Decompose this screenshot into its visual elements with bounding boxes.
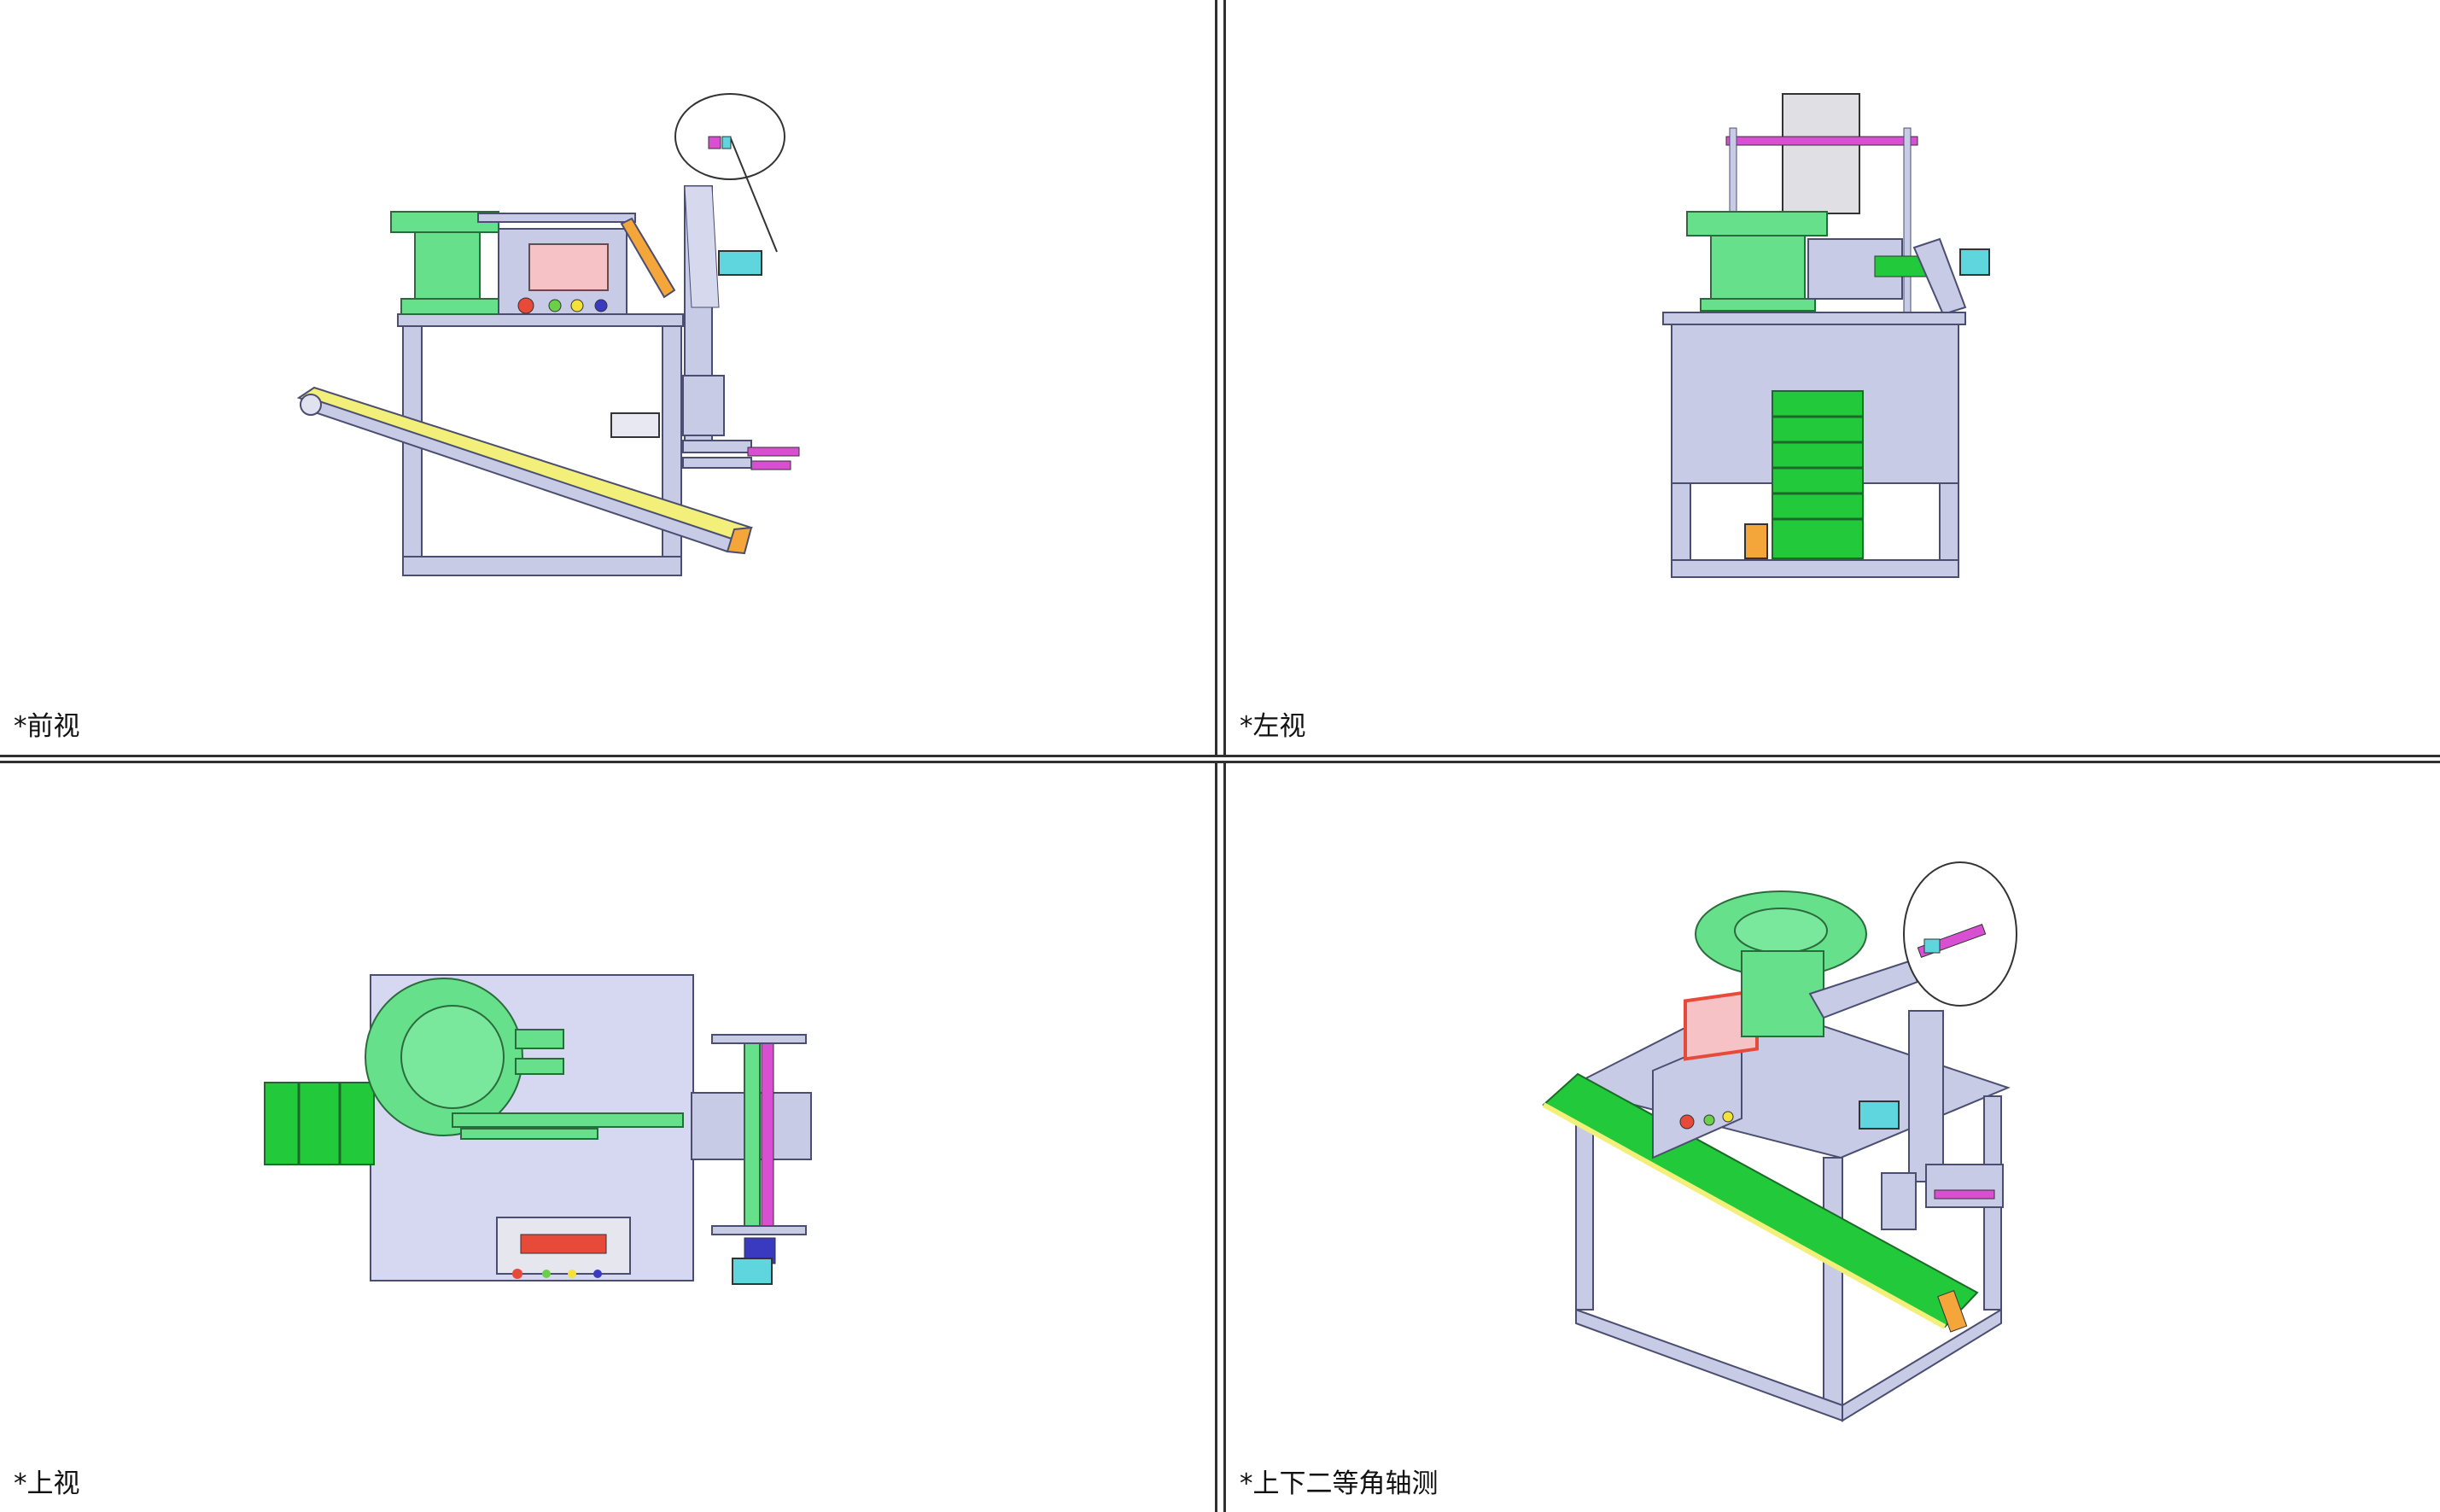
viewport-left[interactable]: *左视 [1226,0,2440,755]
viewport-divider-horizontal[interactable] [0,755,2440,763]
viewport-front[interactable]: *前视 [0,0,1215,755]
left-view-drawing [1662,93,1990,578]
view-label-left: *左视 [1240,711,1306,742]
isometric-view-drawing [1542,861,2017,1422]
viewport-isometric[interactable]: *上下二等角轴测 [1226,763,2440,1512]
view-label-top: *上视 [14,1468,80,1499]
view-label-isometric: *上下二等角轴测 [1240,1468,1439,1499]
top-view-drawing [264,974,812,1285]
view-label-front: *前视 [14,711,80,742]
front-view-drawing [296,93,800,576]
viewport-top[interactable]: *上视 [0,763,1215,1512]
